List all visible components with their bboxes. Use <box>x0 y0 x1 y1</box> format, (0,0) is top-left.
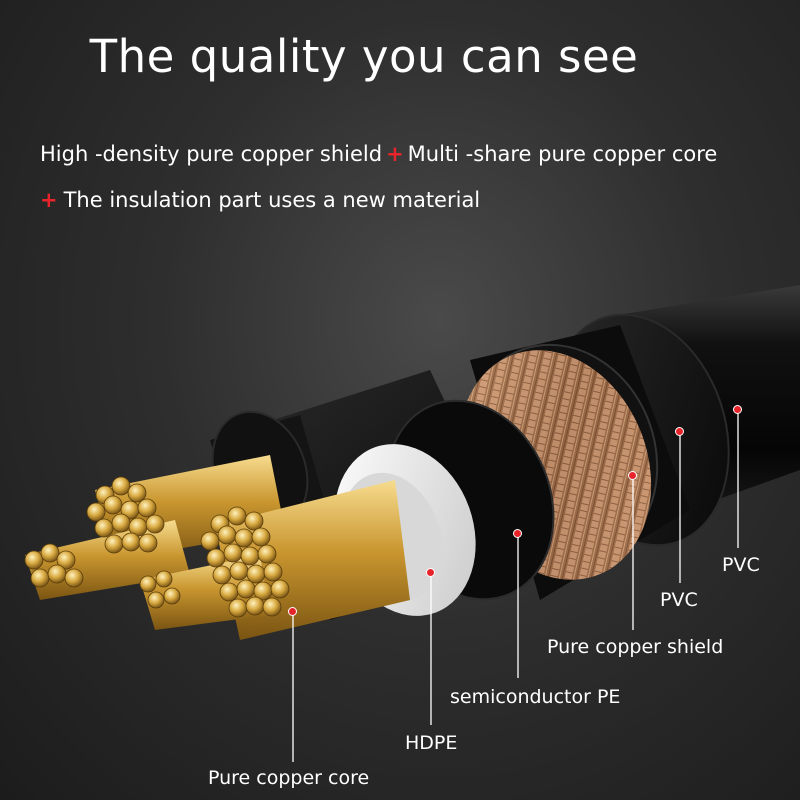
label-pvc-outer: PVC <box>722 554 760 576</box>
feature-insulation: The insulation part uses a new material <box>63 188 481 212</box>
marker-pure-copper-core <box>288 607 297 616</box>
leader-lines <box>292 410 739 762</box>
label-pvc-inner: PVC <box>660 589 698 611</box>
label-hdpe: HDPE <box>405 732 458 754</box>
marker-pvc-inner <box>675 427 684 436</box>
marker-hdpe <box>426 568 435 577</box>
copper-core-bundle-front <box>139 480 410 640</box>
feature-line-1: High -density pure copper shield+Multi -… <box>40 142 717 166</box>
label-pure-copper-core: Pure copper core <box>208 767 370 789</box>
headline: The quality you can see <box>89 30 639 83</box>
marker-pure-copper-shield <box>628 471 637 480</box>
plus-icon: + <box>386 142 404 166</box>
label-semiconductor-pe: semiconductor PE <box>450 686 621 708</box>
plus-icon: + <box>40 188 58 212</box>
feature-line-2: +The insulation part uses a new material <box>40 188 480 212</box>
marker-semiconductor-pe <box>513 529 522 538</box>
marker-pvc-outer <box>733 405 742 414</box>
feature-copper-core: Multi -share pure copper core <box>407 142 718 166</box>
label-pure-copper-shield: Pure copper shield <box>547 636 724 658</box>
feature-copper-shield: High -density pure copper shield <box>40 142 383 166</box>
